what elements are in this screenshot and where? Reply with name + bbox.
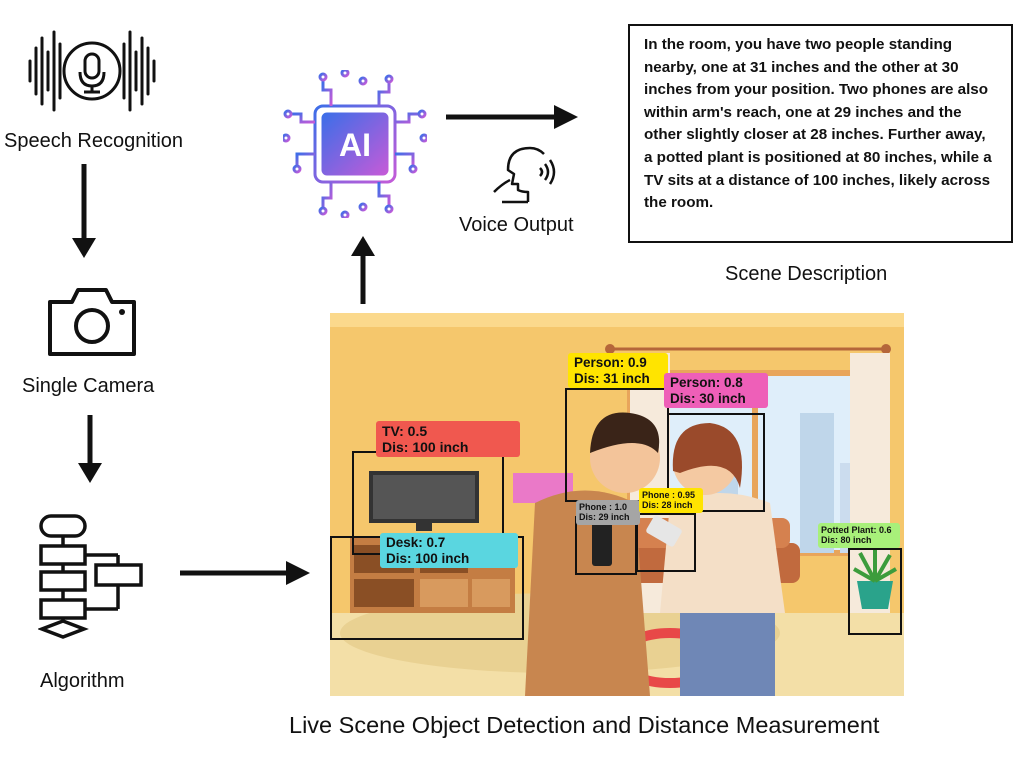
person-2-detection-box (667, 413, 765, 512)
microphone-waveform-icon (28, 30, 156, 112)
person-1-detection-tag: Person: 0.9 Dis: 31 inch (568, 353, 668, 389)
phone-1-detection-box (575, 516, 637, 575)
speech-recognition-label: Speech Recognition (4, 130, 184, 152)
ai-chip-icon: AI (283, 70, 427, 218)
voice-output-label: Voice Output (459, 214, 574, 236)
tv-detection-tag: TV: 0.5 Dis: 100 inch (376, 421, 520, 458)
scene-caption: Live Scene Object Detection and Distance… (289, 712, 880, 738)
speaking-head-icon (493, 146, 556, 204)
algorithm-label: Algorithm (40, 670, 125, 692)
phone-1-detection-tag: Phone : 1.0 Dis: 29 inch (576, 500, 640, 525)
arrow-right-to-description (446, 105, 578, 129)
scene-description-text: In the room, you have two people standin… (644, 36, 992, 212)
phone-2-detection-tag: Phone : 0.95 Dis: 28 inch (639, 488, 703, 513)
phone-2-detection-box (636, 513, 696, 572)
arrow-up-to-ai (351, 236, 375, 304)
desk-detection-tag: Desk: 0.7 Dis: 100 inch (380, 533, 518, 569)
single-camera-label: Single Camera (22, 375, 155, 397)
potted-plant-detection-box (848, 548, 902, 635)
potted-plant-detection-tag: Potted Plant: 0.6 Dis: 80 inch (818, 523, 900, 548)
flowchart-icon (38, 514, 143, 639)
ai-chip-text: AI (339, 127, 371, 163)
camera-icon (48, 288, 136, 356)
arrow-down-2 (78, 415, 102, 483)
scene-description-box: In the room, you have two people standin… (628, 24, 1013, 243)
arrow-right-to-scene (180, 561, 310, 585)
person-1-detection-box (565, 388, 669, 502)
arrow-down-1 (72, 164, 96, 258)
live-scene-image: TV: 0.5 Dis: 100 inch Desk: 0.7 Dis: 100… (330, 313, 904, 696)
scene-description-caption: Scene Description (725, 263, 888, 285)
person-2-detection-tag: Person: 0.8 Dis: 30 inch (664, 373, 768, 409)
